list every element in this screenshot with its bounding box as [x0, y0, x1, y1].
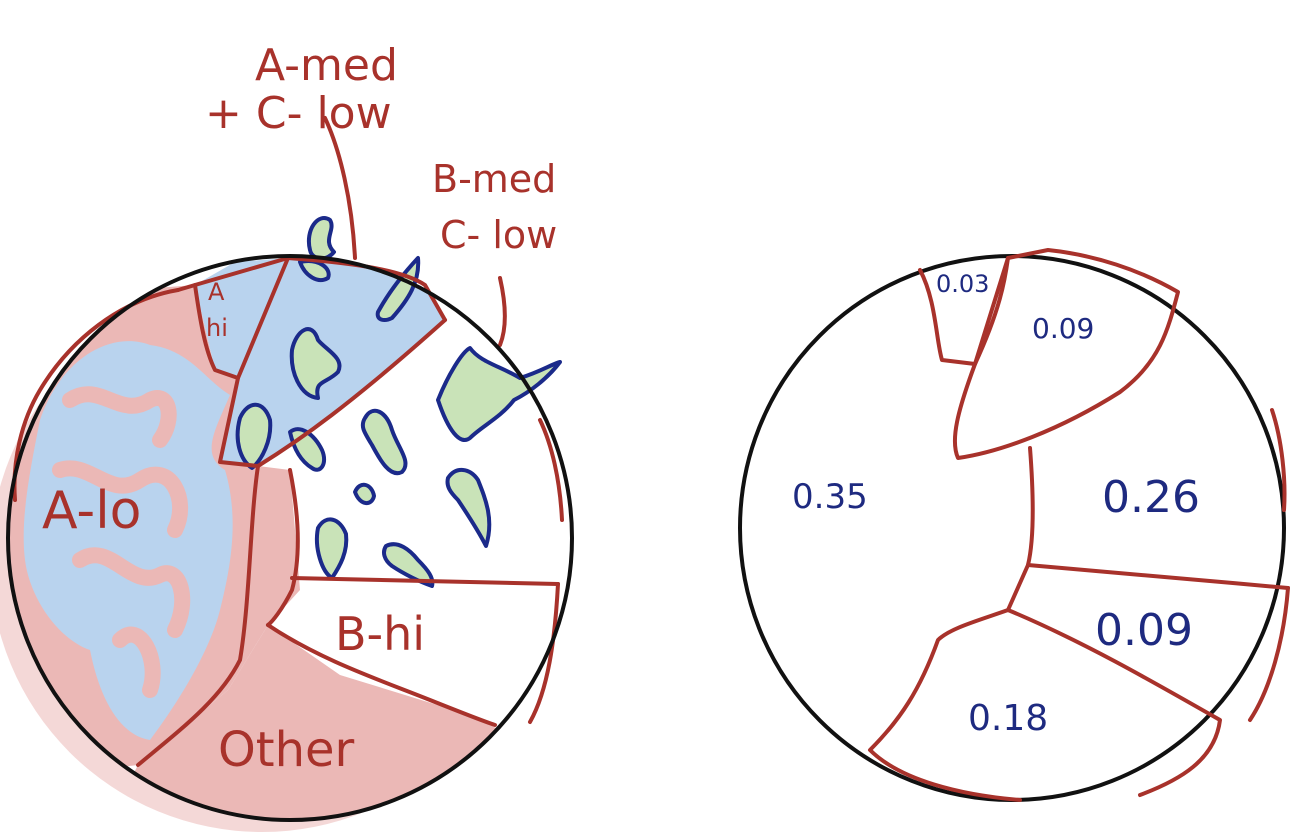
line-b-hi-right [528, 582, 560, 724]
blob [289, 327, 342, 400]
leader-b-med [498, 276, 507, 347]
blob [445, 468, 492, 548]
line-other-top [266, 623, 497, 727]
line-right-rim [538, 418, 564, 522]
left-region-lines [12, 116, 564, 767]
line-bottom-split [1006, 608, 1222, 797]
leader-a-med [323, 116, 357, 260]
label-plus-c-low: + C- low [205, 88, 392, 139]
region-a-lo-pink-veins [52, 386, 191, 698]
label-c-low: C- low [440, 213, 557, 257]
line-bottom-left [868, 608, 1022, 802]
right-pie-diagram: 0.03 0.09 0.35 0.26 0.09 0.18 [738, 248, 1290, 802]
line-inner-arc [266, 468, 300, 627]
label-a-lo: A-lo [42, 481, 141, 541]
value-left-big: 0.35 [792, 477, 868, 517]
line-a-med-left [218, 256, 290, 468]
left-labels: A-med + C- low B-med C- low A hi A-lo B-… [42, 40, 557, 778]
label-b-hi: B-hi [335, 607, 425, 661]
blob [360, 408, 408, 476]
line-middle-vertical [1006, 446, 1035, 612]
line-b-hi-top [290, 576, 560, 586]
left-pie-diagram: A-med + C- low B-med C- low A hi A-lo B-… [0, 40, 574, 832]
left-circle-outline [6, 254, 574, 822]
line-a-med-bottom [256, 318, 447, 468]
value-bottom: 0.18 [968, 698, 1048, 739]
line-wedge-outline [952, 248, 1180, 460]
region-a-hi [195, 258, 288, 378]
line-a-lo-right [136, 464, 260, 767]
label-a-hi-hi: hi [206, 314, 228, 342]
value-top-wedge: 0.09 [1032, 312, 1094, 345]
line-a-hi-left [193, 283, 240, 380]
blob [382, 542, 435, 588]
blob [306, 216, 336, 261]
label-a-hi-a: A [208, 278, 225, 306]
label-a-med: A-med [255, 40, 398, 91]
region-a-lo-blue-marble [23, 341, 233, 740]
label-other: Other [218, 722, 355, 778]
blob [375, 256, 421, 322]
value-right-upper: 0.26 [1102, 472, 1200, 523]
blob [353, 482, 376, 505]
green-blobs [235, 216, 562, 588]
blob [436, 346, 562, 442]
label-b-med: B-med [432, 157, 556, 201]
value-right-lower: 0.09 [1095, 605, 1193, 656]
line-right-upper-split [1026, 563, 1290, 590]
right-region-lines [868, 248, 1290, 802]
blob [315, 517, 349, 580]
right-values: 0.03 0.09 0.35 0.26 0.09 0.18 [792, 270, 1200, 739]
blob [235, 402, 273, 470]
line-right-lower [1248, 586, 1290, 722]
value-top-small: 0.03 [936, 270, 989, 298]
region-other [100, 625, 500, 820]
line-right-rim [1270, 408, 1287, 512]
